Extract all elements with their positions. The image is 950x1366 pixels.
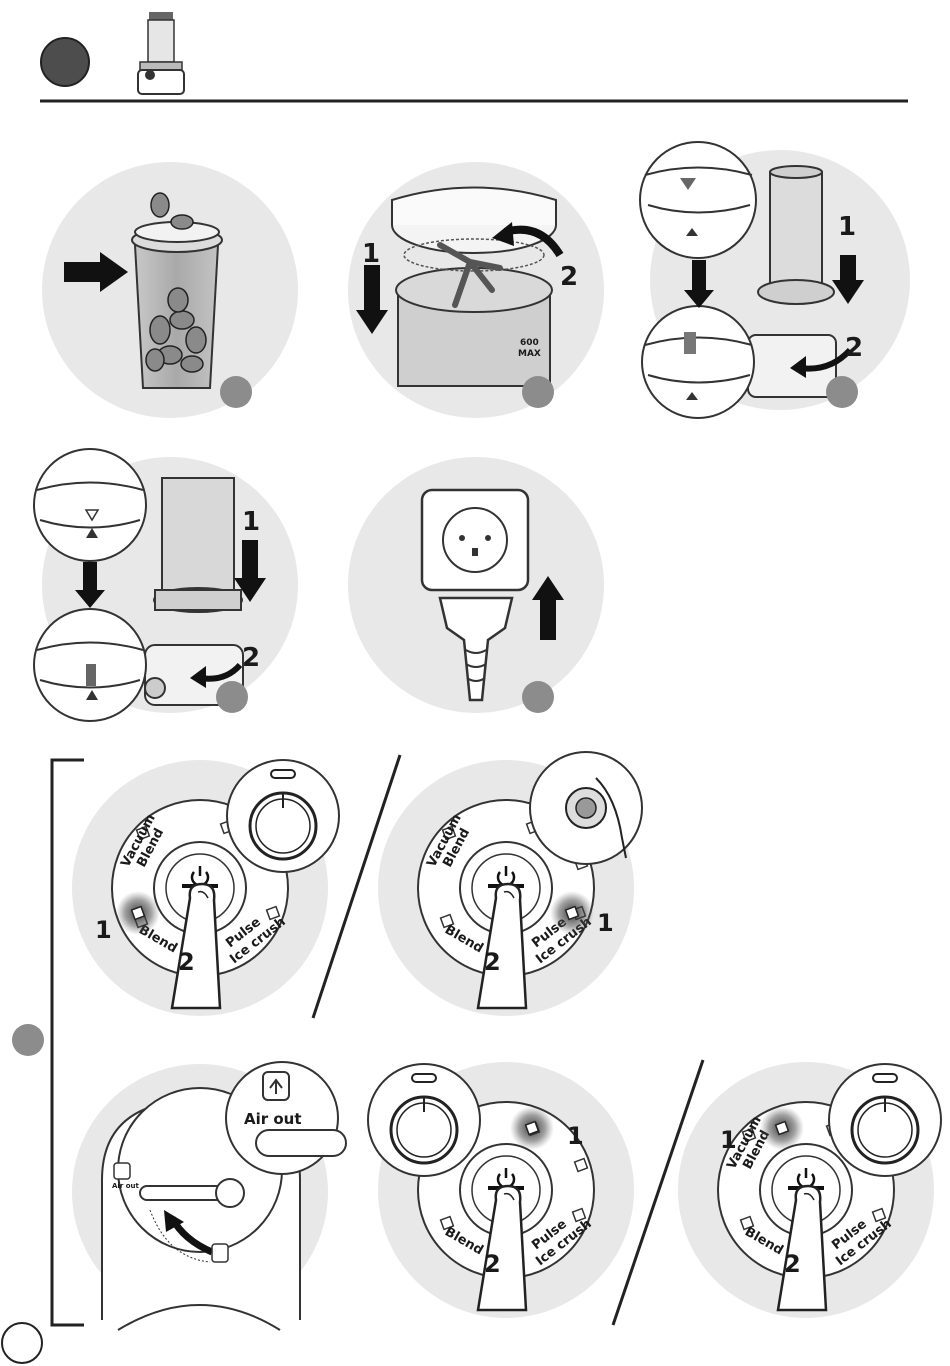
step-dot [216, 681, 248, 713]
panel-air-out: Air out Air out [72, 1062, 346, 1330]
zoom-top [34, 449, 146, 561]
header [40, 12, 908, 101]
zoom-bottom [642, 306, 754, 418]
step-number-1: 1 [838, 212, 856, 242]
panel-mount-cup: 1 2 [640, 142, 910, 418]
mode-indicator [575, 1159, 588, 1172]
step-dot [826, 376, 858, 408]
step-number-1: 1 [720, 1126, 737, 1154]
step-number-1: 1 [567, 1122, 584, 1150]
zoom-top [640, 142, 756, 258]
step-dot [522, 681, 554, 713]
capacity-mark-max: MAX [518, 349, 541, 359]
blender-icon [138, 12, 184, 94]
step-number-2: 2 [845, 333, 863, 363]
step-number-1: 1 [362, 239, 380, 269]
step-number-2: 2 [484, 948, 501, 976]
step-number-2: 2 [242, 643, 260, 673]
section-badge [12, 1024, 44, 1056]
panel-attach-blade: 600 MAX 1 2 [348, 162, 604, 418]
step-number-2: 2 [178, 948, 195, 976]
step-number-2: 2 [484, 1250, 501, 1278]
panel-secure-lid: 1 2 [34, 449, 298, 721]
section-badge [41, 38, 89, 86]
step-number-2: 2 [784, 1250, 801, 1278]
step-dot [220, 376, 252, 408]
page-number-circle [2, 1323, 42, 1363]
air-out-small-label: Air out [112, 1182, 139, 1190]
capacity-mark-600: 600 [520, 338, 539, 348]
step-number-1: 1 [242, 507, 260, 537]
step-number-1: 1 [95, 916, 112, 944]
cup-body [770, 172, 822, 290]
step-number-2: 2 [560, 262, 578, 292]
panel-plug-in [348, 457, 604, 713]
air-out-label: Air out [244, 1110, 302, 1128]
bracket [52, 760, 84, 1325]
cup-body [162, 478, 234, 590]
panel-fill-cup [42, 162, 298, 418]
step-number-1: 1 [597, 909, 614, 937]
step-dot [522, 376, 554, 408]
